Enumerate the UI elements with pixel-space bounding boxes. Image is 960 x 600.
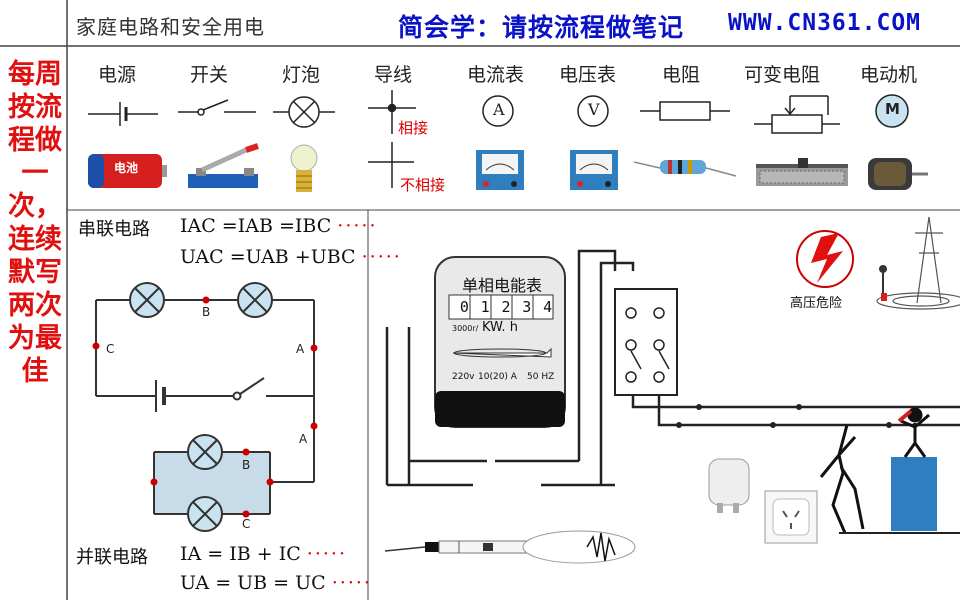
- symbol-label-resistor: 电阻: [662, 64, 701, 86]
- symbol-label-ammeter: 电流表: [467, 64, 525, 86]
- site-url: WWW.CN361.COM: [728, 10, 922, 36]
- topic-title: 家庭电路和安全用电: [76, 15, 265, 39]
- resistor-picture: [633, 160, 737, 177]
- meter-spec-frequency: 50 HZ: [527, 372, 555, 382]
- voltmeter-glyph: V: [588, 100, 600, 119]
- ammeter-picture: [476, 150, 524, 190]
- meter-spec-current: 10(20) A: [478, 372, 517, 382]
- power-tower: [876, 216, 960, 310]
- symbol-label-wire: 导线: [374, 64, 413, 86]
- motor-picture: [868, 158, 928, 190]
- blue-box: [891, 457, 937, 531]
- knife-switch-picture: [188, 143, 259, 188]
- resistor-symbol: [640, 101, 730, 121]
- meter-title: 单相电能表: [462, 276, 543, 295]
- battery-picture: [88, 154, 167, 188]
- symbol-label-bulb: 灯泡: [282, 64, 321, 86]
- wire-connected-note: 相接: [398, 119, 429, 137]
- symbol-label-rheostat: 可变电阻: [744, 64, 821, 86]
- red-accent: [897, 409, 913, 423]
- plug-adapter: [708, 458, 750, 513]
- household-wiring: [384, 216, 960, 564]
- meter-unit: KW. h: [482, 320, 518, 335]
- bulb-symbol: [273, 96, 335, 128]
- shocked-person: [819, 424, 865, 534]
- series-point-a: A: [296, 342, 305, 356]
- meter-unit-prefix: 3000r/: [452, 324, 479, 333]
- junction-dot: [387, 103, 397, 113]
- wire-crossing-symbol: [368, 142, 414, 188]
- switch-symbol: [178, 99, 256, 116]
- ammeter-symbol: [482, 95, 514, 127]
- rheostat-symbol: [754, 95, 840, 134]
- meter-digit: 1: [480, 298, 490, 316]
- voltmeter-symbol: [577, 95, 609, 127]
- rheostat-picture: [756, 158, 848, 186]
- series-point-c: C: [106, 342, 115, 356]
- parallel-title: 并联电路: [76, 547, 148, 568]
- high-voltage-label: 高压危险: [790, 296, 843, 311]
- meter-digit: 0: [459, 298, 469, 316]
- symbol-label-switch: 开关: [190, 64, 229, 86]
- parallel-point-a: A: [299, 432, 308, 446]
- high-voltage-sign: [796, 230, 854, 288]
- series-title: 串联电路: [78, 219, 150, 240]
- meter-digit: 4: [543, 298, 553, 316]
- test-pen: [384, 530, 636, 564]
- person-near-tower: [879, 265, 887, 301]
- voltmeter-picture: [570, 150, 618, 190]
- circuit-symbols-row: [88, 90, 909, 134]
- wall-socket: [764, 490, 818, 544]
- symbol-label-power: 电源: [98, 64, 137, 86]
- motor-symbol: [875, 94, 909, 128]
- symbol-label-motor: 电动机: [860, 64, 918, 86]
- motor-glyph: M: [885, 100, 900, 118]
- parallel-voltage-formula: UA = UB = UC ·····: [180, 572, 372, 594]
- battery-label: 电池: [114, 161, 139, 175]
- meter-digit: 3: [522, 298, 532, 316]
- wire-not-connected-note: 不相接: [400, 176, 446, 194]
- ammeter-glyph: A: [493, 100, 505, 119]
- parallel-point-c: C: [242, 517, 251, 531]
- energy-meter: [434, 256, 566, 428]
- meter-digits: 0 1 2 3 4: [454, 298, 558, 316]
- series-point-b: B: [202, 305, 211, 319]
- vertical-motto: 每周按流程做一次，连续默写两次为最佳: [8, 59, 62, 387]
- symbol-label-voltmeter: 电压表: [559, 64, 617, 86]
- slogan: 简会学：请按流程做笔记: [398, 13, 685, 42]
- power-source-symbol: [88, 102, 158, 126]
- light-bulb-picture: [290, 144, 318, 192]
- meter-digit: 2: [501, 298, 511, 316]
- circuit-diagram: [92, 282, 318, 532]
- parallel-point-b: B: [242, 458, 251, 472]
- meter-spec-voltage: 220v: [452, 372, 475, 382]
- series-current-formula: IAC =IAB =IBC ·····: [180, 215, 378, 237]
- series-voltage-formula: UAC =UAB +UBC ·····: [180, 246, 402, 268]
- parallel-current-formula: IA = IB + IC ·····: [180, 543, 347, 565]
- component-pictures: [88, 142, 928, 192]
